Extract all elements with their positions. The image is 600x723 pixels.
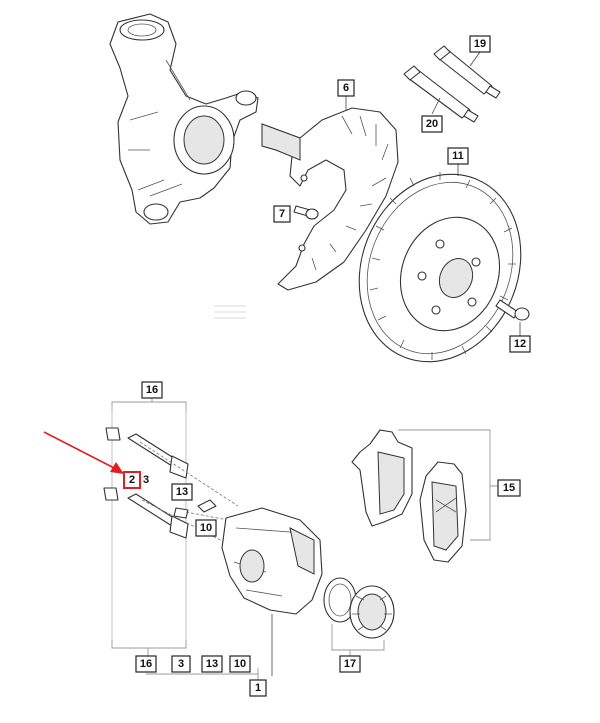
callout-15: 15 — [497, 479, 521, 497]
callout-12: 12 — [509, 335, 531, 353]
splash-shield — [261, 107, 399, 291]
highlight-arrow — [43, 431, 124, 474]
svg-text:6: 6 — [343, 82, 349, 94]
callout-11: 11 — [447, 147, 469, 165]
callout-17: 17 — [339, 655, 361, 673]
svg-text:13: 13 — [206, 658, 218, 670]
svg-text:16: 16 — [146, 384, 158, 396]
svg-text:15: 15 — [503, 482, 515, 494]
callout-10-bottom: 10 — [229, 655, 251, 673]
bolt-12 — [495, 299, 530, 321]
callout-2: 2 — [123, 471, 141, 489]
callout-7: 7 — [273, 205, 291, 223]
callout-3-mid: 3 — [143, 474, 149, 486]
svg-text:19: 19 — [474, 38, 486, 50]
svg-text:11: 11 — [452, 150, 464, 162]
callout-19: 19 — [469, 35, 491, 53]
svg-text:3: 3 — [143, 474, 149, 486]
bleed-cap-10 — [197, 499, 217, 513]
svg-text:17: 17 — [344, 658, 356, 670]
callout-13-mid: 13 — [171, 483, 193, 501]
svg-text:13: 13 — [176, 486, 188, 498]
callout-16-bottom: 16 — [135, 655, 157, 673]
callout-16-top: 16 — [141, 381, 163, 399]
dust-cap-bottom — [103, 487, 119, 501]
callout-1: 1 — [249, 679, 267, 697]
bleed-valve-13 — [173, 507, 189, 519]
callout-6: 6 — [337, 79, 355, 97]
dust-cap-top — [105, 427, 121, 441]
svg-text:2: 2 — [129, 474, 135, 486]
bracket-16-bottom — [111, 640, 187, 656]
brake-caliper — [221, 507, 323, 615]
grease-tube-20 — [403, 65, 479, 123]
callout-20: 20 — [421, 115, 443, 133]
brake-disc — [358, 172, 522, 363]
grease-tube-19 — [433, 45, 501, 99]
watermark — [214, 305, 246, 319]
brake-pad-inner — [419, 461, 467, 563]
svg-text:3: 3 — [178, 658, 184, 670]
bolt-7 — [293, 205, 319, 220]
svg-text:7: 7 — [279, 208, 285, 220]
callout-13-bottom: 13 — [201, 655, 223, 673]
callout-10-mid: 10 — [195, 519, 217, 537]
svg-text:12: 12 — [514, 338, 526, 350]
brake-pad-outer — [351, 429, 413, 527]
callout-3-bottom: 3 — [171, 655, 191, 673]
svg-text:20: 20 — [426, 118, 438, 130]
svg-text:16: 16 — [140, 658, 152, 670]
piston — [349, 585, 395, 639]
steering-knuckle — [109, 13, 259, 225]
guide-pin-bottom — [127, 493, 189, 539]
svg-text:10: 10 — [234, 658, 246, 670]
svg-text:10: 10 — [200, 522, 212, 534]
svg-text:1: 1 — [255, 682, 261, 694]
